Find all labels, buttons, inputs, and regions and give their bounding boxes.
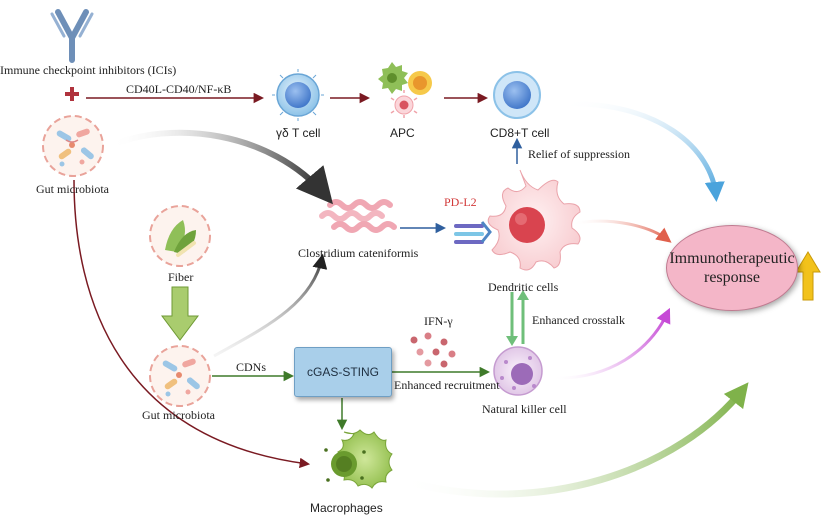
apc-cells-icon (378, 62, 432, 118)
gamma-delta-t-cell-icon (272, 69, 324, 121)
arrow-gut-to-macrophage (73, 179, 311, 469)
dendritic-cells-label: Dendritic cells (488, 280, 559, 294)
crosstalk-label: Enhanced crosstalk (532, 313, 625, 327)
recruitment-label: Enhanced recruitment (394, 378, 500, 392)
antibody-icon (50, 9, 94, 63)
plus-icon (65, 87, 79, 101)
immunotherapeutic-response-node: Immunotherapeutic response (666, 225, 798, 311)
arrow-dendritic-to-response (571, 219, 672, 243)
pdl2-receptor-icon (454, 221, 492, 244)
apc-pink-cell-icon (390, 90, 418, 118)
arrow-gut-to-clostridium (108, 129, 333, 205)
response-label-line2: response (704, 269, 760, 286)
apc-yellow-cell-icon (408, 71, 432, 95)
natural-killer-cell-icon (493, 346, 543, 396)
gut-microbiota-icon-1 (42, 115, 104, 177)
cd40-pathway-label: CD40L-CD40/NF-κB (126, 82, 232, 96)
fiber-label: Fiber (168, 270, 194, 284)
nk-cell-label: Natural killer cell (482, 402, 567, 416)
clostridium-label: Clostridium cateniformis (298, 246, 419, 260)
arrow-enhanced-crosstalk (506, 290, 529, 346)
pdl2-label: PD-L2 (444, 195, 477, 209)
gut-microbiota-label-1: Gut microbiota (36, 182, 109, 196)
macrophages-label: Macrophages (310, 501, 383, 515)
cdns-label: CDNs (236, 360, 267, 374)
gd-t-cell-label: γδ T cell (276, 126, 321, 140)
cgas-sting-box: cGAS-STING (294, 347, 392, 397)
cd8-t-cell-label: CD8+T cell (490, 126, 550, 140)
macrophage-icon (324, 429, 393, 489)
response-label-line1: Immunotherapeutic (669, 250, 795, 267)
gut-microbiota-icon-2 (149, 345, 211, 407)
arrow-nk-to-response (551, 307, 671, 380)
ifn-gamma-label: IFN-γ (424, 314, 453, 328)
gut-microbiota-label-2: Gut microbiota (142, 408, 215, 422)
fiber-icon (149, 205, 211, 267)
arrow-gut2-to-clostridium (213, 253, 328, 358)
dendritic-cell-icon (487, 169, 581, 271)
ici-label: Immune checkpoint inhibitors (ICIs) (0, 63, 177, 77)
ifn-gamma-dots-icon (410, 332, 456, 368)
apc-green-cell-icon (378, 62, 408, 94)
arrow-cd8-to-response (559, 101, 725, 202)
relief-label: Relief of suppression (528, 147, 630, 161)
arrow-macrophage-to-response (399, 382, 749, 498)
clostridium-cateniformis-icon (319, 199, 397, 233)
cd8-t-cell-icon (493, 71, 541, 119)
apc-label: APC (390, 126, 415, 140)
arrow-fiber-to-gut2 (161, 286, 199, 341)
increase-up-arrow-icon (795, 251, 821, 301)
